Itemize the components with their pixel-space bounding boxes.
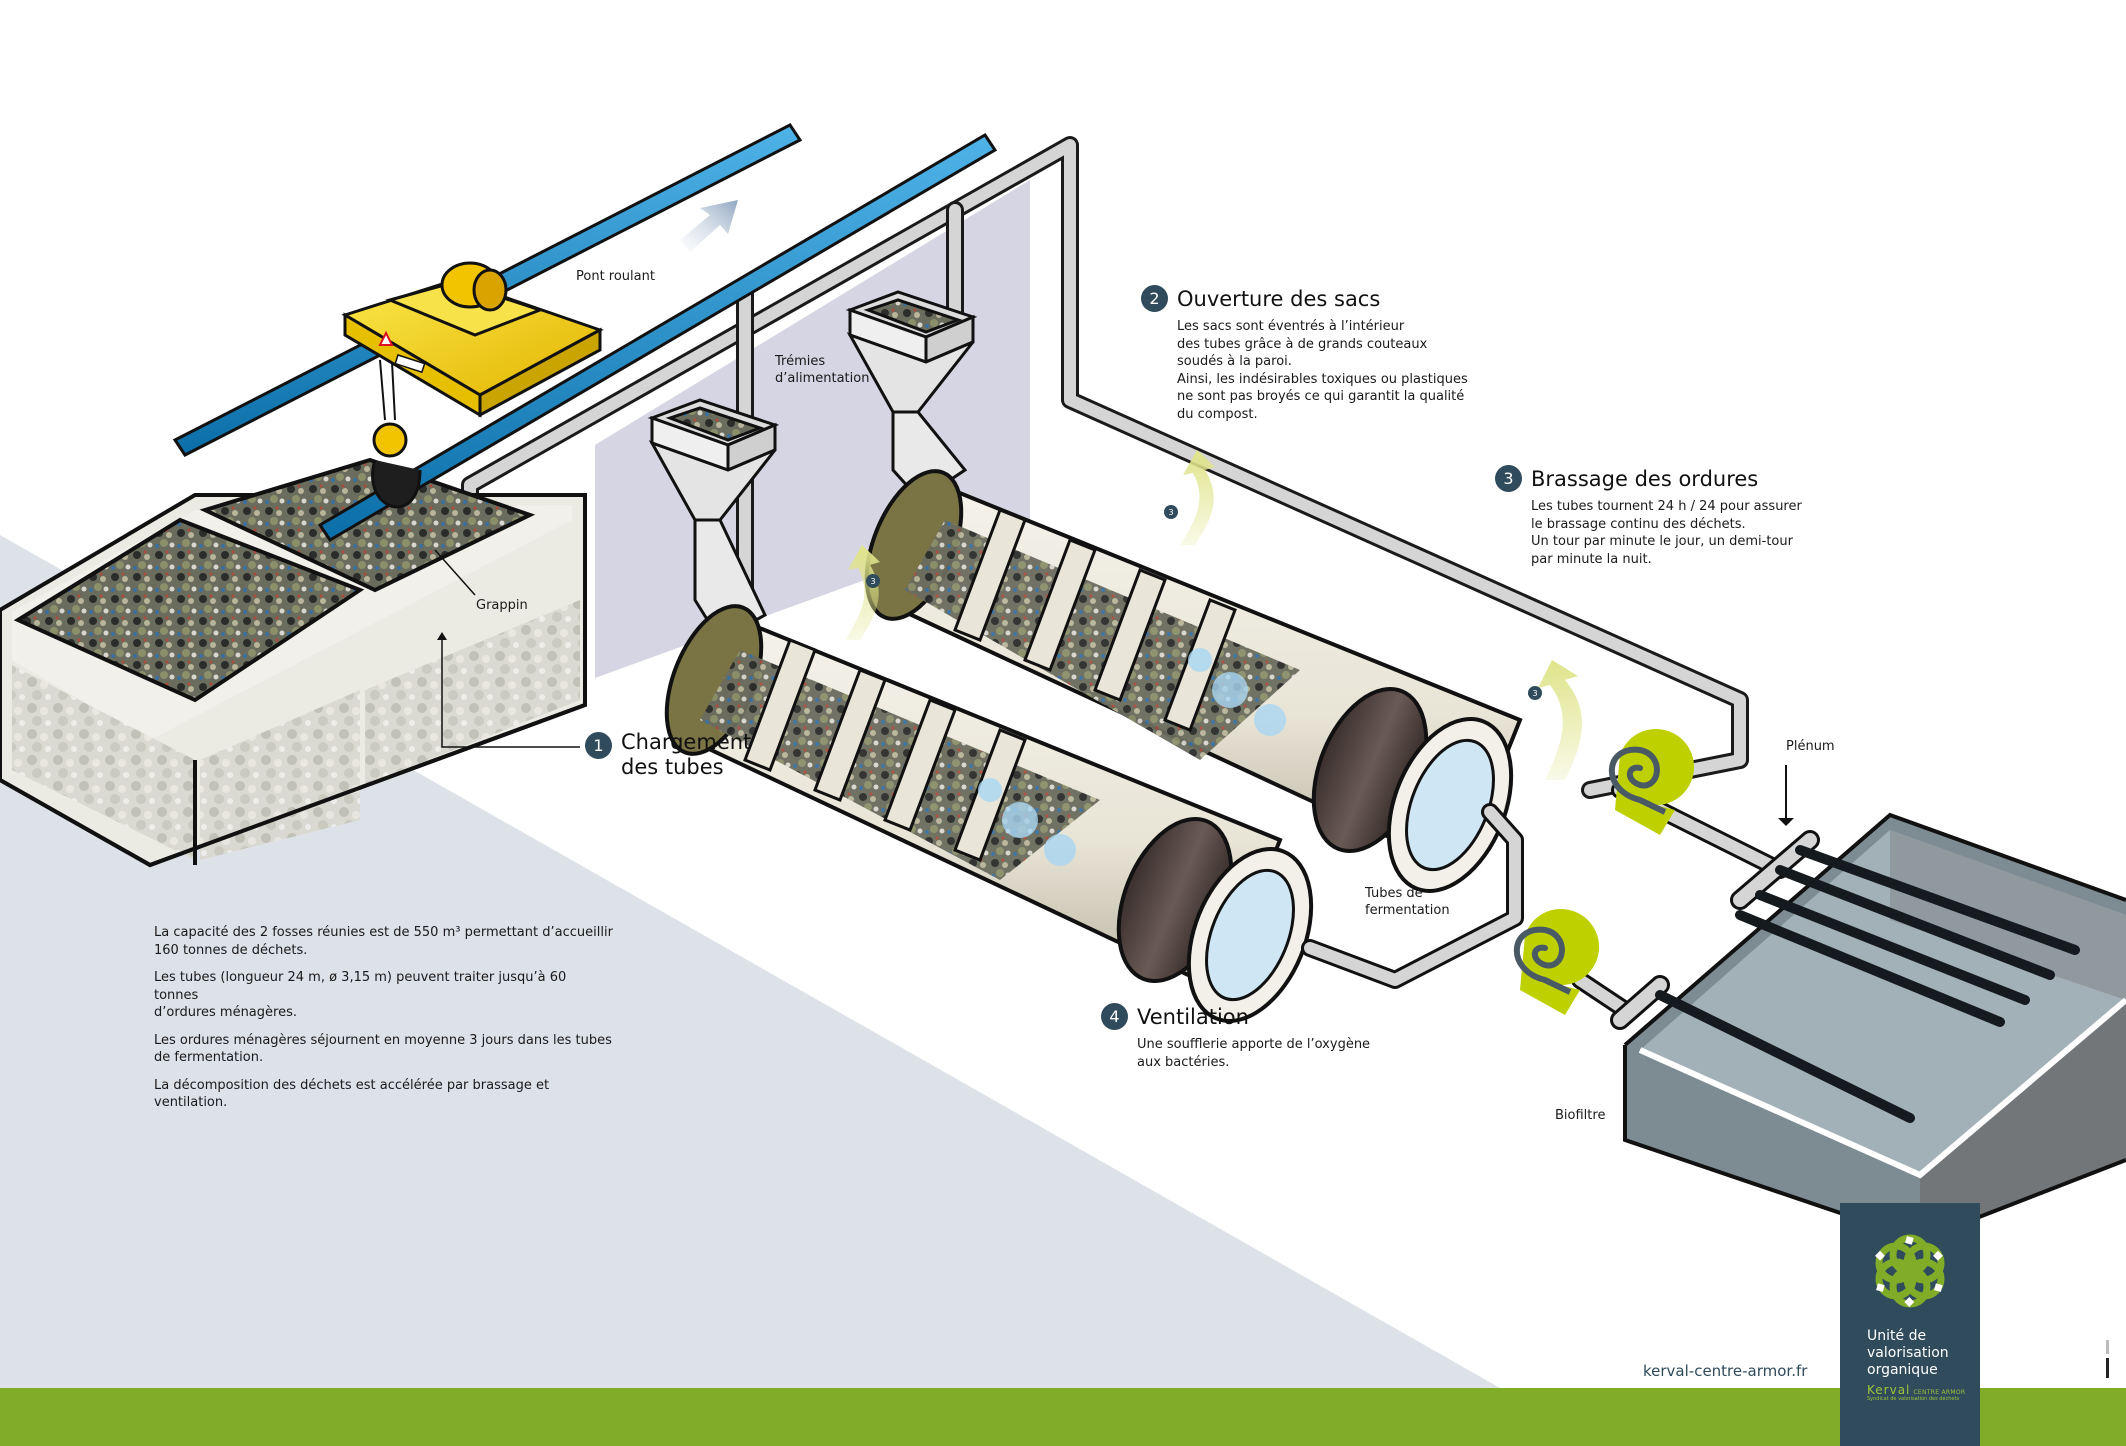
step-title-3: Brassage des ordures	[1531, 466, 1759, 491]
step-desc-3-line: le brassage continu des déchets.	[1531, 516, 1746, 532]
label-tubes-line-2: fermentation	[1365, 903, 1450, 918]
label-tremies: Trémies d’alimentation	[775, 353, 869, 387]
rotation-marker-2: 3	[1164, 505, 1178, 519]
step-title-1: Chargement des tubes	[621, 730, 751, 780]
print-mark	[2106, 1340, 2109, 1378]
website-link[interactable]: kerval-centre-armor.fr	[1643, 1362, 1808, 1380]
brand-tagline: Syndicat de valorisation des déchets	[1867, 1396, 1960, 1402]
label-tubes-fermentation: Tubes de fermentation	[1365, 885, 1450, 919]
step-desc-2-line: du compost.	[1177, 406, 1258, 422]
fact-tubes: Les tubes (longueur 24 m, ø 3,15 m) peuv…	[154, 969, 614, 1022]
step-ventilation: 4 Ventilation Une soufflerie apporte de …	[1101, 1003, 1370, 1071]
step-badge-3: 3	[1495, 465, 1522, 492]
fermentation-tube-lower	[664, 604, 1314, 1023]
label-tremies-line-2: d’alimentation	[775, 371, 870, 386]
step-badge-1: 1	[585, 732, 612, 759]
step-title-1-line-1: Chargement	[621, 730, 752, 754]
step-desc-2-line: Ainsi, les indésirables toxiques ou plas…	[1177, 371, 1468, 387]
fact-line: 160 tonnes de déchets.	[154, 942, 308, 958]
fact-line: La décomposition des déchets est accélér…	[154, 1077, 550, 1111]
rotation-arrows	[845, 450, 1582, 780]
brand-kerval-suffix: CENTRE ARMOR	[1913, 1389, 1966, 1396]
kerval-logo-icon	[1875, 1234, 1945, 1308]
brand-title-line: Unité de	[1867, 1328, 1927, 1344]
step-title-2: Ouverture des sacs	[1177, 286, 1381, 311]
step-desc-3-line: par minute la nuit.	[1531, 551, 1652, 567]
waste-pits	[0, 457, 587, 868]
brand-kerval-name: Kerval	[1867, 1383, 1911, 1397]
footer-bar	[0, 1388, 2126, 1446]
label-tremies-line-1: Trémies	[775, 354, 826, 369]
fact-duration: Les ordures ménagères séjournent en moye…	[154, 1032, 614, 1067]
step-desc-2-line: soudés à la paroi.	[1177, 354, 1292, 369]
label-biofiltre: Biofiltre	[1555, 1108, 1606, 1123]
step-title-1-line-2: des tubes	[621, 755, 724, 779]
fact-capacity: La capacité des 2 fosses réunies est de …	[154, 924, 614, 959]
step-desc-2-line: des tubes grâce à de grands couteaux	[1177, 336, 1428, 352]
fermentation-tube-upper	[864, 469, 1523, 893]
plenum-pointer	[1778, 765, 1794, 826]
step-desc-3-line: Un tour par minute le jour, un demi-tour	[1531, 534, 1793, 549]
fact-line: Les tubes (longueur 24 m, ø 3,15 m) peuv…	[154, 970, 567, 1003]
fact-line: de fermentation.	[154, 1050, 264, 1065]
rotation-marker-1: 3	[866, 574, 880, 588]
fact-decomposition: La décomposition des déchets est accélér…	[154, 1077, 614, 1112]
label-grappin: Grappin	[476, 598, 528, 613]
feed-pipes	[461, 136, 1749, 799]
chargement-pointer	[441, 640, 580, 748]
step-ouverture: 2 Ouverture des sacs Les sacs sont évent…	[1141, 285, 1468, 423]
label-pont-roulant: Pont roulant	[576, 269, 655, 284]
brand-title: Unité de valorisation organique	[1867, 1328, 1949, 1379]
step-chargement: 1 Chargement des tubes	[585, 730, 751, 780]
brand-title-line: organique	[1867, 1362, 1938, 1378]
step-desc-4-line: aux bactéries.	[1137, 1054, 1230, 1070]
facts-block: La capacité des 2 fosses réunies est de …	[154, 924, 614, 1122]
fact-line: d’ordures ménagères.	[154, 1005, 297, 1020]
brand-title-line: valorisation	[1867, 1345, 1949, 1361]
biofilter	[1623, 812, 2126, 1243]
step-desc-2-line: ne sont pas broyés ce qui garantit la qu…	[1177, 389, 1465, 404]
feed-hoppers	[647, 290, 978, 643]
label-tubes-line-1: Tubes de	[1365, 886, 1423, 901]
step-desc-4: Une soufflerie apporte de l’oxygène aux …	[1137, 1036, 1370, 1071]
step-desc-3-line: Les tubes tournent 24 h / 24 pour assure…	[1531, 499, 1802, 514]
blower-lower	[1513, 909, 1600, 1015]
rotation-marker-3: 3	[1528, 686, 1542, 700]
overhead-crane	[341, 261, 604, 509]
label-plenum: Plénum	[1786, 739, 1835, 754]
step-badge-4: 4	[1101, 1003, 1128, 1030]
step-desc-3: Les tubes tournent 24 h / 24 pour assure…	[1531, 498, 1802, 568]
step-brassage: 3 Brassage des ordures Les tubes tournen…	[1495, 465, 1802, 568]
step-desc-2: Les sacs sont éventrés à l’intérieur des…	[1177, 318, 1468, 423]
grappin-pointer	[434, 549, 476, 596]
blower-upper	[1608, 729, 1695, 835]
step-desc-2-line: Les sacs sont éventrés à l’intérieur	[1177, 319, 1405, 334]
fact-line: La capacité des 2 fosses réunies est de …	[154, 925, 613, 940]
fact-line: Les ordures ménagères séjournent en moye…	[154, 1032, 612, 1048]
step-title-4: Ventilation	[1137, 1004, 1249, 1029]
crane-direction-arrow	[680, 200, 738, 252]
step-badge-2: 2	[1141, 285, 1168, 312]
step-desc-4-line: Une soufflerie apporte de l’oxygène	[1137, 1037, 1371, 1052]
